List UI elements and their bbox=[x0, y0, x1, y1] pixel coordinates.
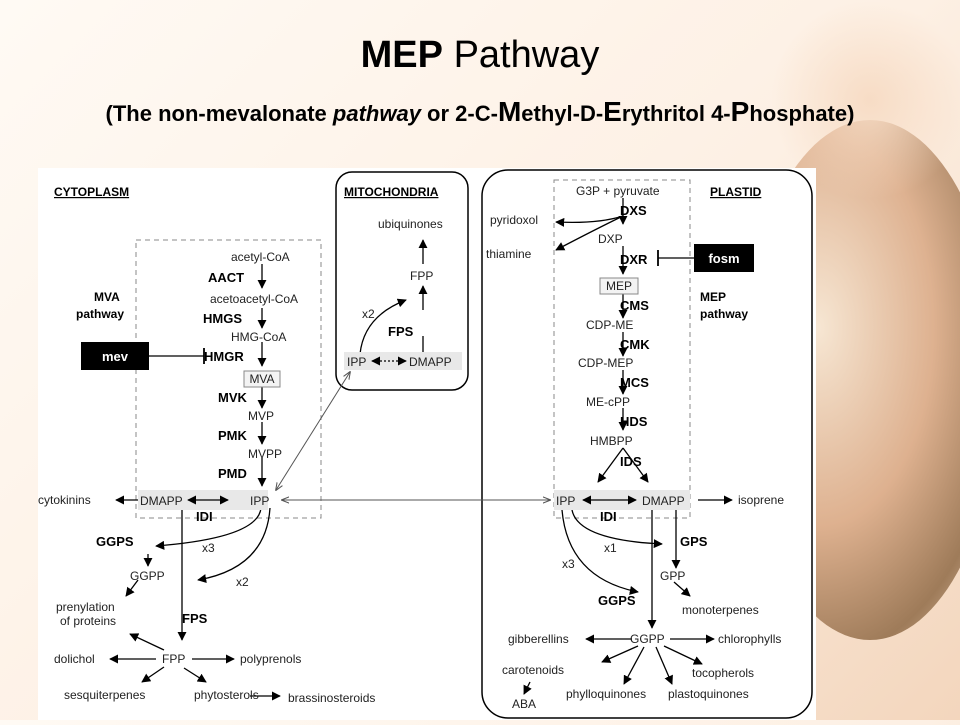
mep-x3: x3 bbox=[562, 557, 575, 571]
aba: ABA bbox=[512, 697, 536, 711]
mep-gps: GPS bbox=[680, 534, 708, 549]
mva-mvk: MVK bbox=[218, 390, 248, 405]
prenylation-1: prenylation bbox=[56, 600, 115, 614]
fosm-label: fosm bbox=[708, 251, 739, 266]
mep-x1: x1 bbox=[604, 541, 617, 555]
mito-x2: x2 bbox=[362, 307, 375, 321]
mva-idi: IDI bbox=[196, 509, 213, 524]
mva-mva: MVA bbox=[249, 372, 274, 386]
cdp-me: CDP-ME bbox=[586, 318, 633, 332]
mep-hds: HDS bbox=[620, 414, 648, 429]
sesquiterpenes: sesquiterpenes bbox=[64, 688, 145, 702]
pathway-svg: CYTOPLASM MITOCHONDRIA PLASTID MVA pathw… bbox=[38, 169, 813, 719]
mva-fpp: FPP bbox=[162, 652, 185, 666]
pyridoxol: pyridoxol bbox=[490, 213, 538, 227]
tocopherols: tocopherols bbox=[692, 666, 754, 680]
isoprene: isoprene bbox=[738, 493, 784, 507]
mva-mvpp: MVPP bbox=[248, 447, 282, 461]
cdp-mep: CDP-MEP bbox=[578, 356, 633, 370]
mito-ipp: IPP bbox=[347, 355, 366, 369]
mva-pathway-label-1: MVA bbox=[94, 290, 120, 304]
plastid-box bbox=[481, 169, 813, 719]
mva-mvp: MVP bbox=[248, 409, 274, 423]
mito-dmapp: DMAPP bbox=[409, 355, 452, 369]
mva-ggpp: GGPP bbox=[130, 569, 165, 583]
mva-x3: x3 bbox=[202, 541, 215, 555]
chlorophylls: chlorophylls bbox=[718, 632, 781, 646]
polyprenols: polyprenols bbox=[240, 652, 301, 666]
mep-ggps: GGPS bbox=[598, 593, 636, 608]
phylloquinones: phylloquinones bbox=[566, 687, 646, 701]
thiamine: thiamine bbox=[486, 247, 532, 261]
mep-pathway-label-1: MEP bbox=[700, 290, 726, 304]
mva-aact: AACT bbox=[208, 270, 244, 285]
mep-gpp: GPP bbox=[660, 569, 685, 583]
mitochondria-label: MITOCHONDRIA bbox=[344, 185, 439, 199]
ubiquinones: ubiquinones bbox=[378, 217, 443, 231]
mito-fps: FPS bbox=[388, 324, 414, 339]
mva-pmd: PMD bbox=[218, 466, 247, 481]
mev-inhibitor bbox=[81, 342, 149, 370]
cyto-mito-exchange bbox=[276, 372, 350, 490]
mep-ids: IDS bbox=[620, 454, 642, 469]
mep-pathway-label-2: pathway bbox=[700, 307, 748, 321]
phytosterols: phytosterols bbox=[194, 688, 259, 702]
mep-mep-box bbox=[599, 277, 639, 295]
mva-pathway-label-2: pathway bbox=[76, 307, 124, 321]
mva-pmk: PMK bbox=[218, 428, 248, 443]
mep-ggpp: GGPP bbox=[630, 632, 665, 646]
mitochondria-box bbox=[335, 171, 469, 391]
pathway-diagram: CYTOPLASM MITOCHONDRIA PLASTID MVA pathw… bbox=[38, 168, 816, 720]
g3p-pyruvate: G3P + pyruvate bbox=[576, 184, 660, 198]
mep-dxr: DXR bbox=[620, 252, 648, 267]
gibberellins: gibberellins bbox=[508, 632, 569, 646]
mva-hmgr: HMGR bbox=[204, 349, 244, 364]
hmbpp: HMBPP bbox=[590, 434, 633, 448]
mva-hmg-coa: HMG-CoA bbox=[231, 330, 286, 344]
mva-hmgs: HMGS bbox=[203, 311, 242, 326]
mep-dxs: DXS bbox=[620, 203, 647, 218]
mva-acetoacetyl-coa: acetoacetyl-CoA bbox=[210, 292, 298, 306]
prenylation-2: of proteins bbox=[60, 614, 116, 628]
slide-subtitle: (The non-mevalonate pathway or 2-C-Methy… bbox=[105, 96, 855, 127]
mep-box bbox=[553, 179, 691, 519]
cytoplasm-label: CYTOPLASM bbox=[54, 185, 129, 199]
mep-mep: MEP bbox=[606, 279, 632, 293]
plastoquinones: plastoquinones bbox=[668, 687, 749, 701]
mep-cmk: CMK bbox=[620, 337, 650, 352]
mito-fpp: FPP bbox=[410, 269, 433, 283]
mev-label: mev bbox=[102, 349, 129, 364]
brassinosteroids: brassinosteroids bbox=[288, 691, 375, 705]
mva-fps: FPS bbox=[182, 611, 208, 626]
carotenoids: carotenoids bbox=[502, 663, 564, 677]
background-glow bbox=[770, 0, 960, 200]
mva-dmapp: DMAPP bbox=[140, 494, 183, 508]
mva-acetyl-coa: acetyl-CoA bbox=[231, 250, 290, 264]
mep-idi: IDI bbox=[600, 509, 617, 524]
monoterpenes: monoterpenes bbox=[682, 603, 759, 617]
mep-dxp: DXP bbox=[598, 232, 623, 246]
mva-ggps: GGPS bbox=[96, 534, 134, 549]
mep-cms: CMS bbox=[620, 298, 649, 313]
cytokinins: cytokinins bbox=[38, 493, 91, 507]
dolichol: dolichol bbox=[54, 652, 95, 666]
plastid-label: PLASTID bbox=[710, 185, 762, 199]
mep-ipp: IPP bbox=[556, 494, 575, 508]
me-cpp: ME-cPP bbox=[586, 395, 630, 409]
fosm-inhibitor bbox=[694, 244, 754, 272]
mep-dmapp: DMAPP bbox=[642, 494, 685, 508]
mva-ipp: IPP bbox=[250, 494, 269, 508]
slide-title: MEP Pathway bbox=[360, 34, 600, 76]
mva-x2: x2 bbox=[236, 575, 249, 589]
mep-mcs: MCS bbox=[620, 375, 649, 390]
